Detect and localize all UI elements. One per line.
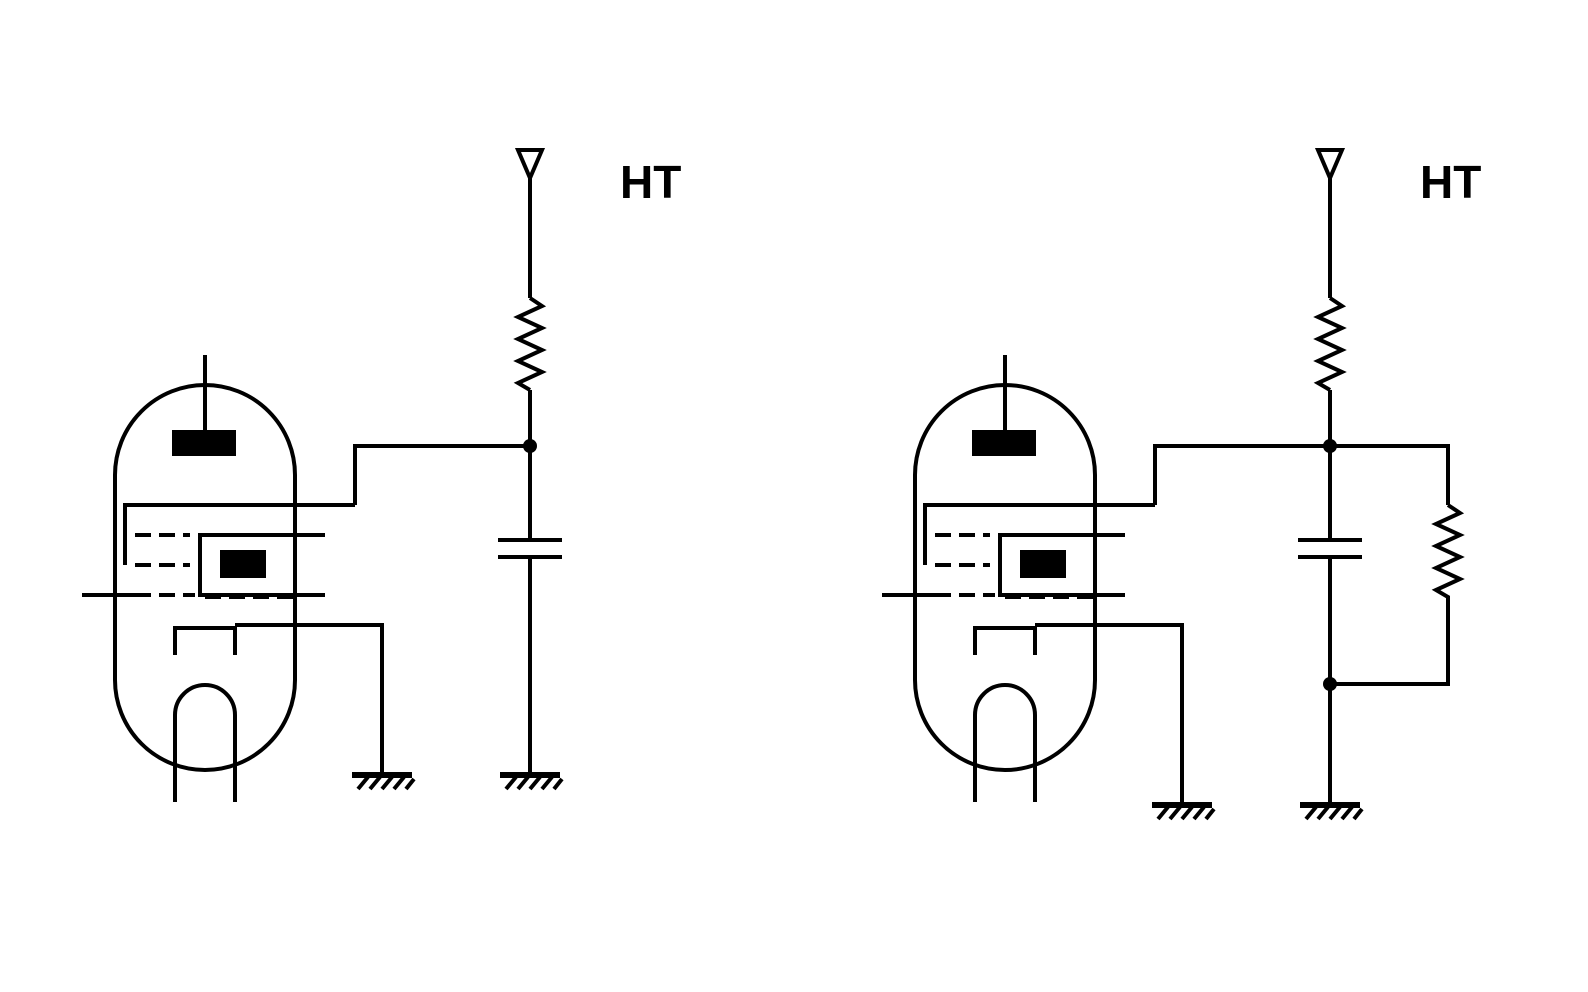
ht-label-left: HT [620, 156, 681, 208]
ht-label-right: HT [1420, 156, 1481, 208]
ht-supply-symbol-right [1316, 148, 1344, 180]
junction-node-right-top [1323, 439, 1337, 453]
junction-node-left [523, 439, 537, 453]
ground-symbol-right-cap [1300, 805, 1362, 819]
circuit-left: HT [80, 148, 681, 804]
ground-symbol-left-cathode [352, 775, 414, 789]
wire-screen-left [353, 444, 530, 505]
parallel-resistor-right [1330, 503, 1465, 686]
capacitor-right [1298, 538, 1362, 559]
circuit-right: HT [880, 148, 1481, 819]
capacitor-left [498, 538, 562, 559]
ground-symbol-left-cap [500, 775, 562, 789]
vacuum-tube-right [880, 353, 1184, 804]
ht-supply-symbol-left [516, 148, 544, 180]
load-resistor-left [513, 296, 547, 392]
ground-symbol-right-cathode [1152, 805, 1214, 819]
vacuum-tube-left [80, 353, 384, 804]
load-resistor-right [1313, 296, 1347, 392]
wire-screen-right [1153, 444, 1450, 505]
